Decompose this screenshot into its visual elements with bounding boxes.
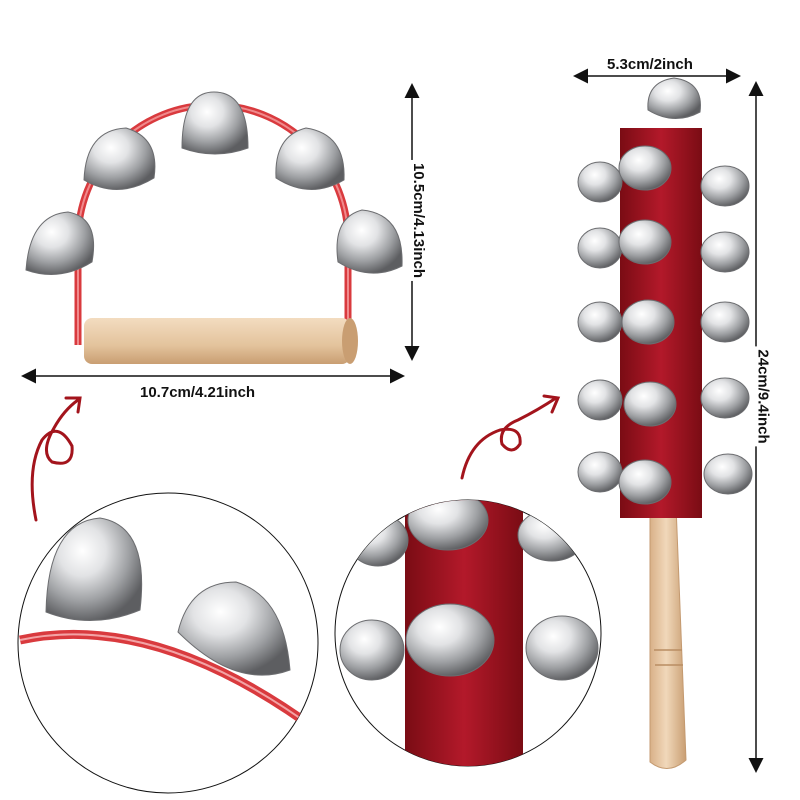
bell-icon xyxy=(618,459,672,505)
bell-icon xyxy=(45,517,143,621)
bell-icon xyxy=(177,581,291,676)
bell-icon xyxy=(700,165,750,207)
bell-icon xyxy=(577,451,623,493)
handbell-height-label: 10.5cm/4.13inch xyxy=(410,159,428,282)
handbell-detail-zoom xyxy=(17,492,319,794)
bell-icon xyxy=(275,127,345,190)
bell-icon xyxy=(700,231,750,273)
stick-detail-zoom xyxy=(334,499,602,767)
bell-icon xyxy=(517,508,587,562)
bell-icon xyxy=(25,211,95,275)
bell-icon xyxy=(621,299,675,345)
stick-width-label: 5.3cm/2inch xyxy=(604,56,696,73)
handbell-bells xyxy=(25,91,403,275)
zoom-arrow-right xyxy=(460,394,561,480)
bell-icon xyxy=(700,377,750,419)
bell-icon xyxy=(647,77,701,119)
bell-icon xyxy=(618,219,672,265)
bell-icon xyxy=(347,513,409,567)
bell-icon xyxy=(336,209,403,274)
bell-icon xyxy=(577,227,623,269)
bell-icon xyxy=(623,381,677,427)
bell-icon xyxy=(339,619,405,681)
stick-handle xyxy=(649,504,687,769)
bell-icon xyxy=(577,301,623,343)
bell-icon xyxy=(703,453,753,495)
bell-icon xyxy=(407,500,489,551)
bell-icon xyxy=(700,301,750,343)
handbell-width-label: 10.7cm/4.21inch xyxy=(137,384,259,401)
stick-height-label: 24cm/9.4inch xyxy=(754,346,772,447)
wooden-handle xyxy=(84,318,350,364)
bell-icon xyxy=(618,145,672,191)
bell-icon xyxy=(525,615,599,681)
zoom-arrow-left xyxy=(30,396,82,522)
half-moon-handbell xyxy=(25,91,403,364)
bell-icon xyxy=(577,379,623,421)
bell-icon xyxy=(83,127,156,190)
stick-bells xyxy=(577,145,753,505)
sleigh-bell-stick xyxy=(577,77,753,769)
bell-icon xyxy=(577,161,623,203)
bell-icon xyxy=(405,603,495,677)
bell-icon xyxy=(181,91,249,155)
